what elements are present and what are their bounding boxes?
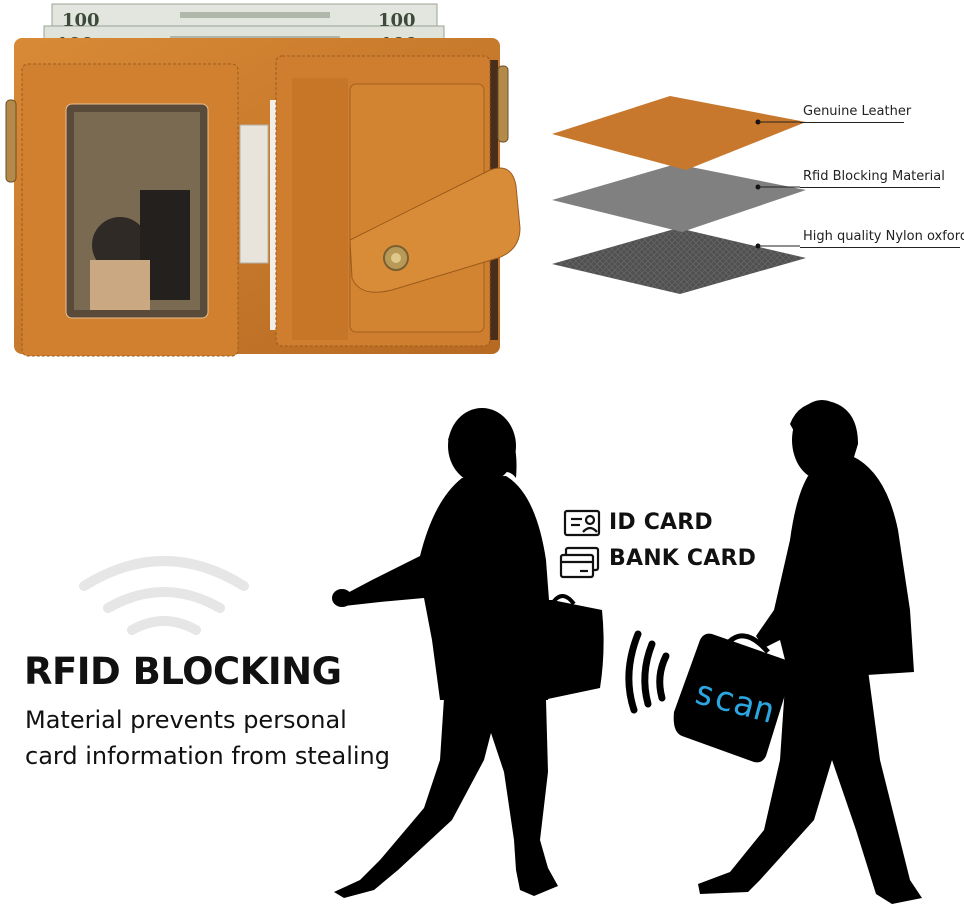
scanner-device (673, 633, 793, 763)
id-card-icon (563, 509, 601, 537)
layer-diagram (552, 96, 806, 294)
rfid-description-line-2: card information from stealing (25, 742, 391, 770)
bank-card-label: BANK CARD (609, 546, 757, 571)
rfid-material-label: Rfid Blocking Material (803, 169, 945, 184)
leather-layer (552, 96, 806, 170)
genuine-leather-label: Genuine Leather (803, 104, 912, 119)
man-silhouette (698, 400, 922, 904)
svg-text:100: 100 (378, 10, 416, 31)
nylon-oxford-label: High quality Nylon oxford (803, 229, 964, 244)
wifi-signal-icon (79, 556, 249, 635)
rfid-description: Material prevents personal card informat… (25, 702, 391, 774)
nylon-underline (800, 247, 960, 248)
rfid-description-line-1: Material prevents personal (25, 706, 347, 734)
wallet-photo: 100 100 100 100 (5, 3, 521, 357)
bank-card-icon (559, 546, 600, 579)
woman-silhouette (332, 408, 604, 898)
svg-text:100: 100 (62, 10, 100, 31)
scan-signal-icon (625, 630, 670, 714)
leather-underline (800, 122, 904, 123)
rfid-underline (800, 187, 940, 188)
id-card-label: ID CARD (609, 510, 713, 535)
rfid-layer (552, 164, 806, 232)
rfid-blocking-title: RFID BLOCKING (24, 650, 342, 693)
